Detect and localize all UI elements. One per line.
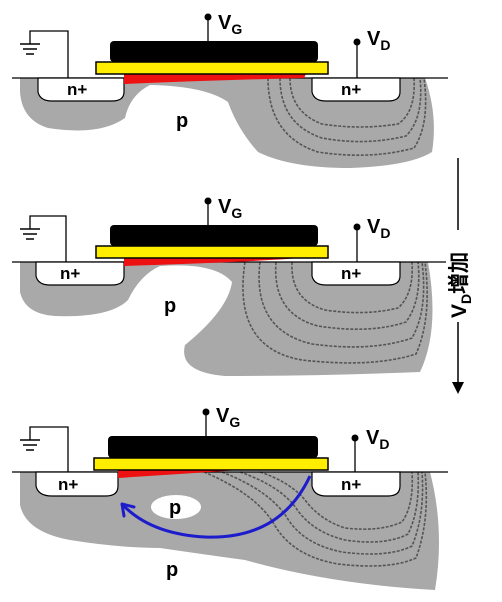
- gate-electrode-1: [110, 41, 318, 62]
- source-n-plus-3: [35, 471, 119, 497]
- source-label-1: n+: [67, 80, 87, 99]
- source-n-plus-1: [37, 77, 125, 102]
- ground-wire-2: [29, 215, 67, 262]
- depletion-region-2: [20, 262, 433, 376]
- depletion-contours-1: [267, 77, 427, 156]
- depletion-contours-3: [203, 471, 428, 567]
- gate-oxide-1: [95, 61, 329, 75]
- channel-inversion-1: [124, 74, 306, 84]
- channel-inversion-3: [118, 470, 240, 478]
- panel-1: VG VD n+ n+ p: [12, 12, 448, 168]
- drain-terminal-dot-2: [353, 223, 361, 231]
- source-label-2: n+: [60, 264, 80, 283]
- drain-region-label-2: n+: [341, 264, 361, 283]
- gate-oxide-3: [93, 457, 329, 471]
- drain-label-1: VD: [367, 28, 390, 53]
- gate-label-1: VG: [218, 12, 242, 37]
- depletion-region-3: [20, 472, 439, 590]
- carrier-arrowhead: [120, 502, 136, 518]
- carrier-path-arrow: [120, 475, 312, 539]
- gate-label-2: VG: [218, 196, 242, 221]
- drain-n-plus-2: [311, 261, 401, 286]
- depletion-contours-2: [242, 261, 428, 364]
- gate-terminal-dot-3: [202, 408, 210, 416]
- drain-n-plus-1: [311, 77, 401, 102]
- ground-icon-3: [20, 439, 40, 451]
- panel-2: VG VD n+ n+ p: [12, 196, 448, 376]
- p-island-label: p: [169, 497, 181, 519]
- drain-region-label-3: n+: [341, 475, 361, 494]
- gate-electrode-3: [108, 436, 318, 458]
- vd-label-backdrop: [446, 230, 472, 322]
- substrate-label-1: p: [176, 110, 188, 132]
- source-label-3: n+: [58, 475, 78, 494]
- vd-increase-arrowhead: [452, 382, 464, 394]
- gate-label-3: VG: [216, 405, 240, 430]
- ground-wire-1: [29, 30, 69, 78]
- ground-icon-2: [20, 228, 40, 240]
- gate-terminal-dot-2: [204, 197, 212, 205]
- drain-label-3: VD: [366, 427, 389, 452]
- drain-n-plus-3: [311, 471, 401, 497]
- substrate-label-3: p: [166, 559, 178, 581]
- vd-increase-label: VD增加: [447, 252, 474, 318]
- gate-terminal-dot-1: [204, 13, 212, 21]
- drain-region-label-1: n+: [341, 80, 361, 99]
- drain-terminal-dot-1: [353, 38, 361, 46]
- p-island: [151, 495, 201, 519]
- channel-inversion-2: [124, 258, 300, 266]
- gate-electrode-2: [110, 225, 318, 246]
- drain-terminal-dot-3: [351, 434, 359, 442]
- ground-icon-1: [20, 43, 40, 55]
- source-n-plus-2: [35, 261, 125, 286]
- gate-oxide-2: [95, 245, 329, 259]
- substrate-label-2: p: [164, 295, 176, 317]
- drain-label-2: VD: [367, 216, 390, 241]
- ground-wire-3: [29, 426, 69, 472]
- vd-increase-indicator: VD增加: [446, 158, 474, 394]
- panel-3: p VG VD n+ n+ p: [12, 405, 448, 590]
